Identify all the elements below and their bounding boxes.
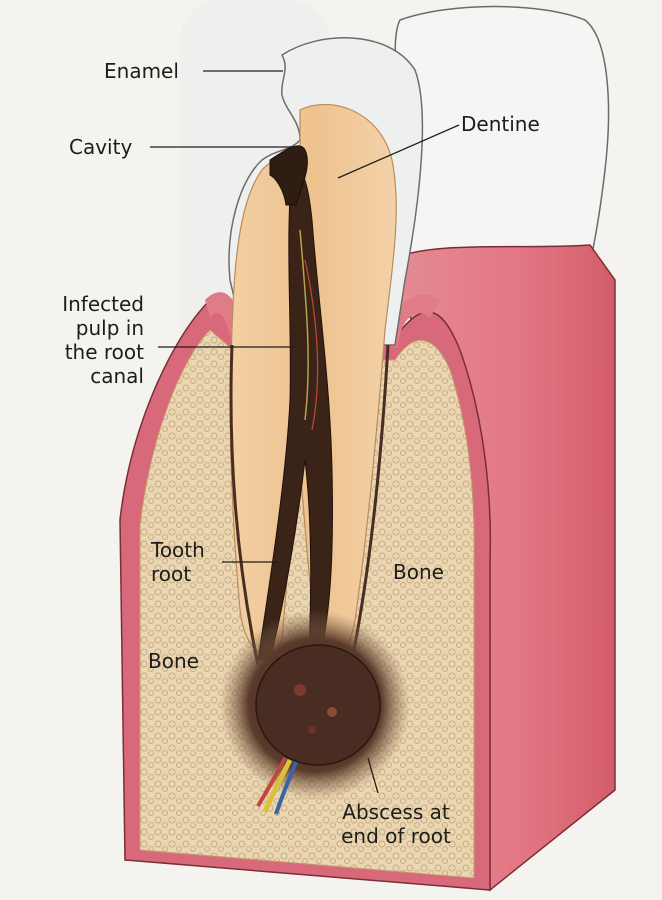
abscess-leader-line	[367, 757, 379, 794]
label-enamel: Enamel	[104, 59, 179, 83]
label-tooth-root-line: root	[151, 562, 192, 586]
label-abscess-line: end of root	[341, 824, 451, 848]
label-infected-pulp-line: pulp in	[75, 316, 144, 340]
blood-vessel-strand	[304, 259, 319, 431]
root-outline-right	[350, 344, 390, 661]
label-infected-pulp-line: canal	[90, 364, 144, 388]
vein-bundle	[274, 761, 298, 815]
label-dentine: Dentine	[461, 112, 540, 136]
cavity-decay	[269, 145, 308, 206]
abscess-spot	[294, 684, 306, 696]
label-bone-left: Bone	[148, 649, 199, 673]
label-abscess-line: Abscess at	[342, 800, 450, 824]
label-abscess: Abscess at end of root	[318, 800, 474, 848]
label-bone-right: Bone	[393, 560, 444, 584]
abscess-spot	[327, 707, 337, 717]
dentine-leader-line	[337, 124, 460, 179]
nerve-strand	[299, 229, 309, 421]
label-cavity: Cavity	[69, 135, 133, 159]
root-outline-left	[229, 344, 260, 666]
abscess-spot	[308, 726, 316, 734]
label-tooth-root-line: Tooth	[151, 538, 205, 562]
label-infected-pulp-line: the root	[64, 340, 144, 364]
gum-neck-right	[385, 294, 440, 348]
artery-bundle	[256, 757, 287, 807]
label-infected-pulp: Infected pulp in the root canal	[36, 292, 144, 388]
abscess-mass	[255, 644, 381, 766]
label-tooth-root: Tooth root	[151, 538, 205, 586]
nerve-bundle	[262, 758, 293, 813]
infected-pulp-canal	[257, 167, 333, 666]
label-infected-pulp-line: Infected	[62, 292, 144, 316]
